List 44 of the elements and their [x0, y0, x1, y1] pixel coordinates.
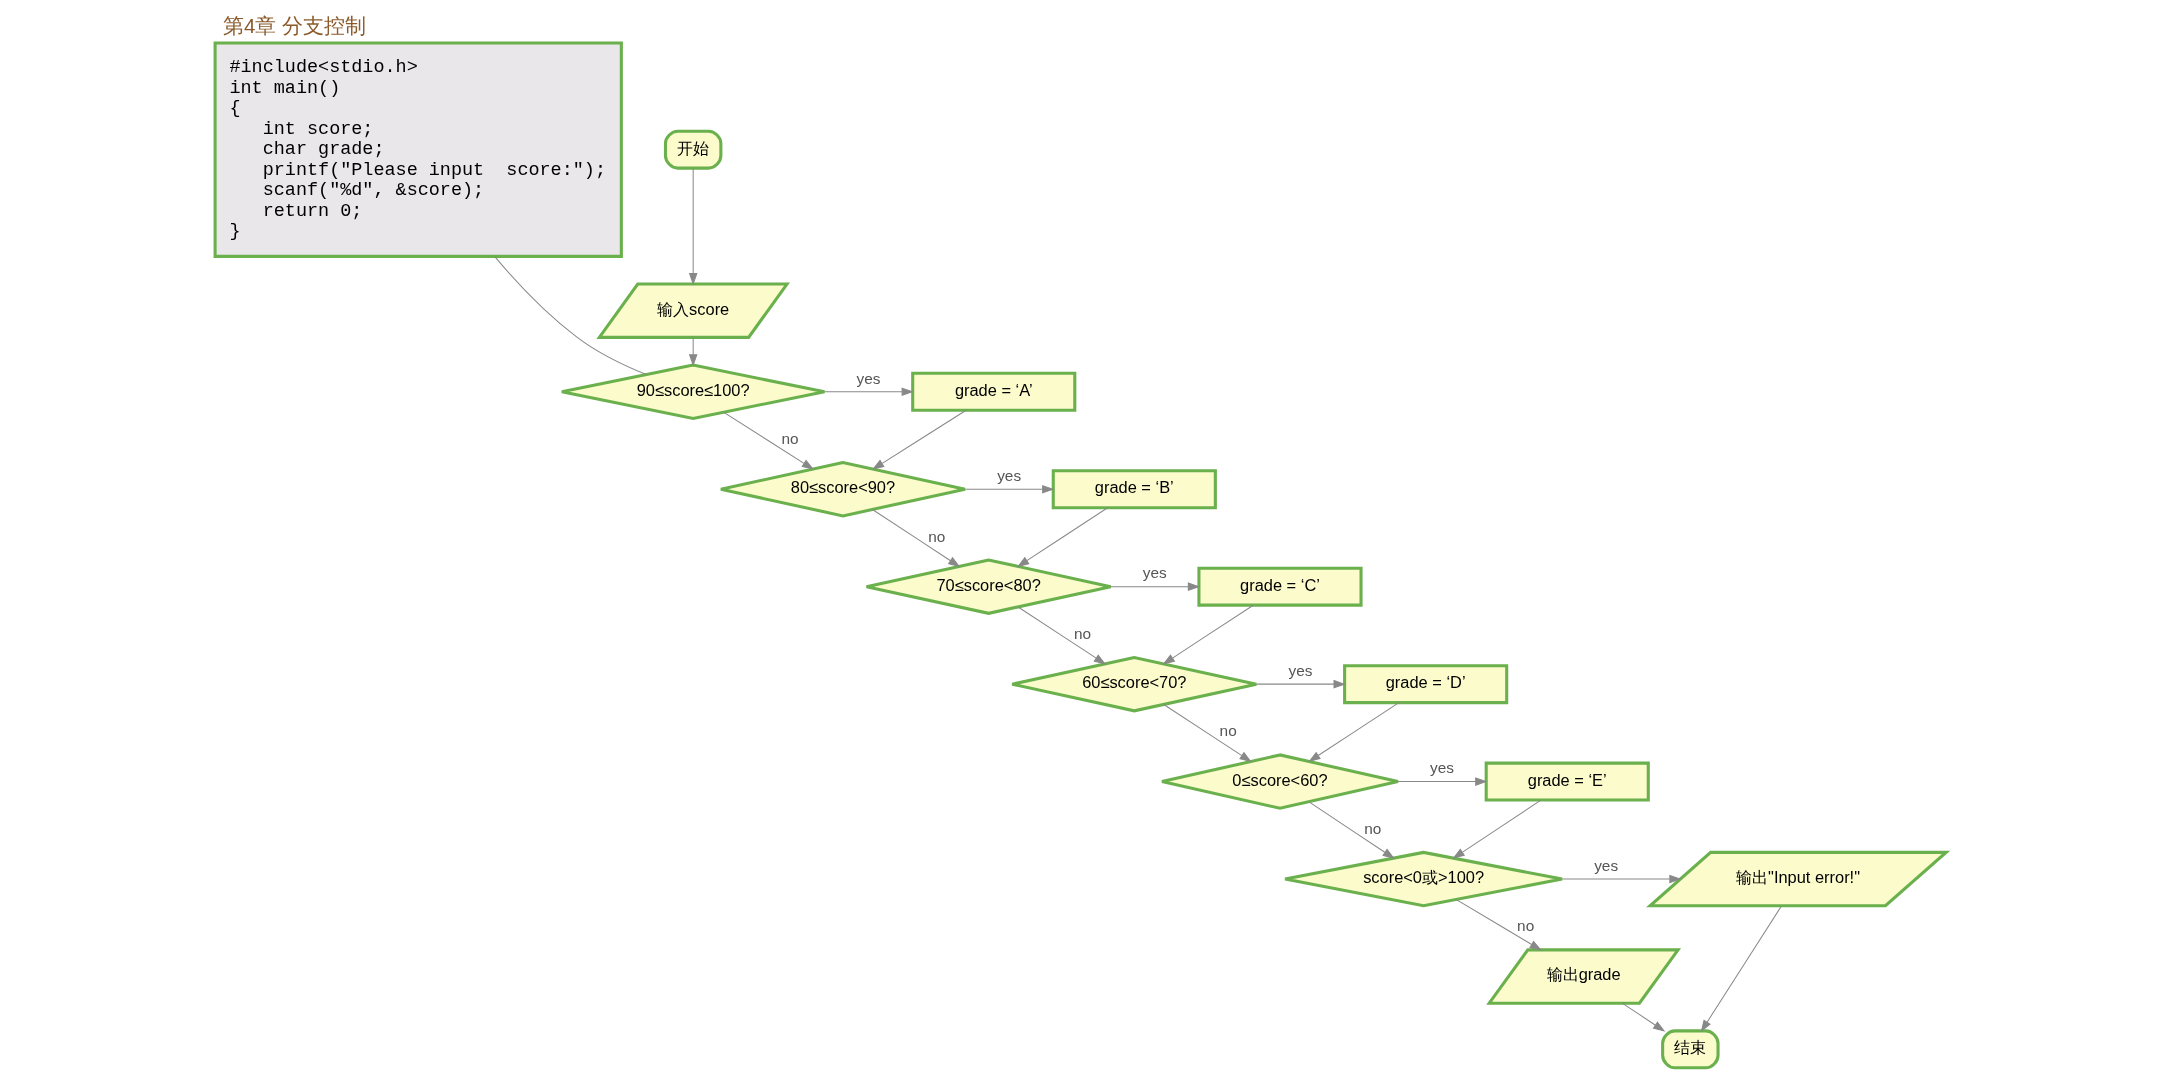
- node-box: grade = ‘D’: [1342, 664, 1508, 705]
- node-diamond: 90≤score≤100?: [559, 363, 826, 420]
- edge-label: no: [1073, 625, 1091, 642]
- node-box: grade = ‘C’: [1196, 566, 1363, 607]
- arrow: [722, 411, 814, 470]
- edge-label: no: [1219, 722, 1237, 740]
- edge-label: yes: [1593, 856, 1618, 874]
- arrow: [1109, 582, 1200, 591]
- edge-label: no: [1516, 917, 1534, 935]
- node-box: 开始: [663, 129, 722, 170]
- node-box: #include<stdio.h> int main() { int score; char grade; printf("Please input score:"); scanf("%d", &score); return 0; }: [213, 41, 623, 258]
- node-box: grade = ‘E’: [1484, 761, 1650, 802]
- arrow: [1016, 507, 1108, 568]
- edge-label: yes: [856, 369, 881, 387]
- arrow: [964, 484, 1054, 494]
- arrow: [823, 387, 914, 397]
- edge-label: yes: [1288, 661, 1312, 679]
- edge-label: yes: [996, 467, 1021, 485]
- edge-label: no: [1363, 819, 1381, 837]
- node-box: grade = ‘A’: [910, 371, 1076, 412]
- arrow: [1621, 1002, 1665, 1032]
- node-box: 结束: [1660, 1029, 1720, 1070]
- arrow: [1307, 702, 1399, 763]
- arrow: [871, 409, 967, 470]
- node-box: grade = ‘B’: [1051, 469, 1217, 510]
- arrow: [1162, 604, 1254, 665]
- arrow: [1162, 703, 1252, 763]
- edge-label: yes: [1429, 759, 1454, 777]
- arrow: [1455, 899, 1542, 951]
- arrow: [1255, 679, 1346, 689]
- arrow: [1308, 801, 1395, 859]
- arrow: [1451, 799, 1541, 859]
- arrow: [688, 337, 697, 367]
- arrow: [1017, 606, 1106, 665]
- edge-label: no: [927, 527, 945, 545]
- arrow: [688, 167, 697, 286]
- edge-label: no: [781, 430, 799, 448]
- diagram-title: 第4章 分支控制: [222, 13, 366, 37]
- arrow: [1397, 777, 1488, 786]
- connector: [493, 256, 647, 376]
- arrow: [871, 509, 960, 568]
- edge-label: yes: [1142, 564, 1167, 582]
- arrow: [1700, 905, 1782, 1033]
- arrow: [1561, 874, 1682, 884]
